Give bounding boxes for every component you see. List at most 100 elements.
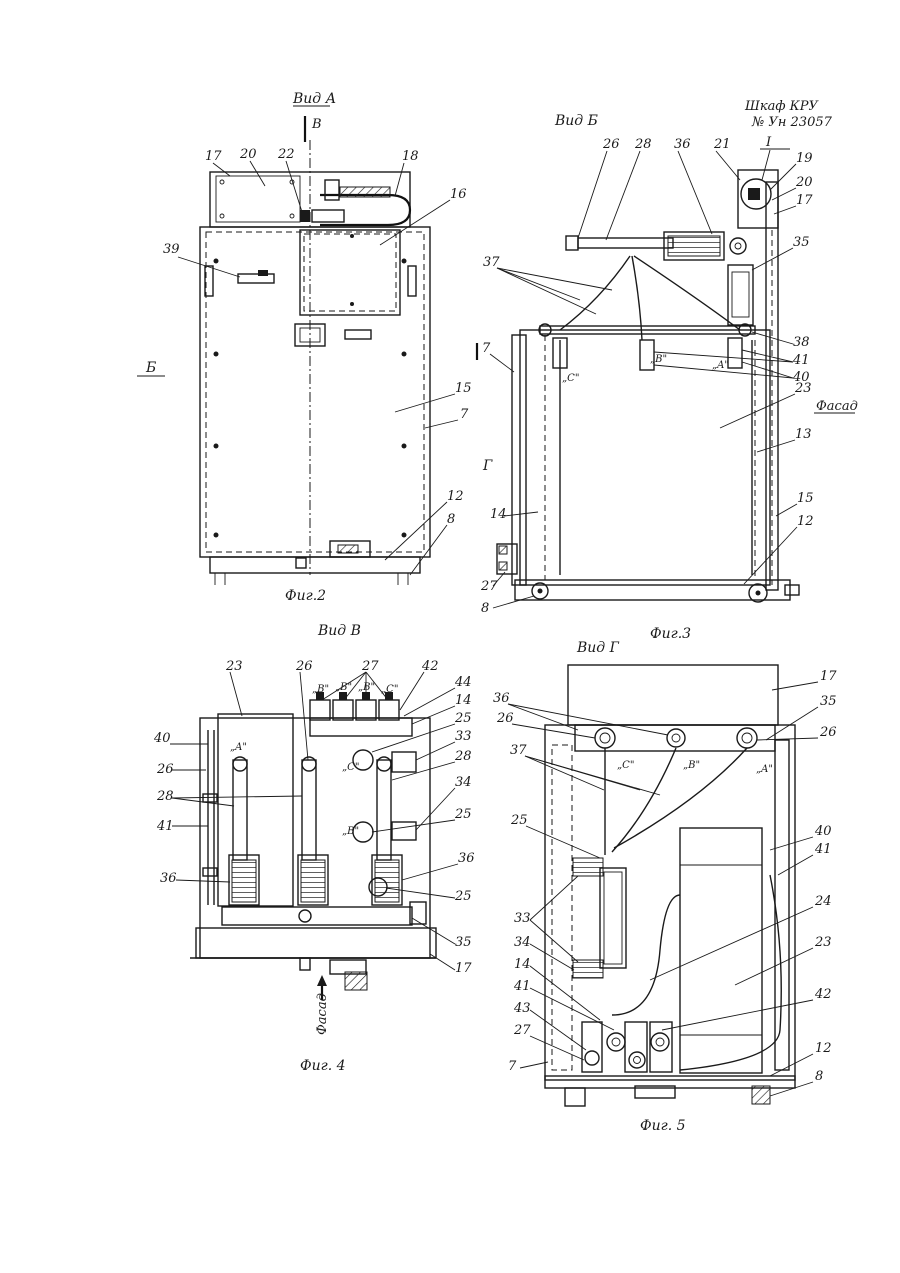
fig3-phase-b: „B" [650,354,667,365]
fig2-section-mark: В [311,117,322,132]
header-ref: № Ун 23057 [751,115,833,130]
fig2-view-label: Вид А [292,91,336,107]
figure-4: Вид В „B" „B" „B" „C" [190,623,436,1035]
fig5-caption: Фиг. 5 [640,1118,686,1134]
fig4-phase-c: „C" [342,762,359,773]
fig5-phase-a: „A" [756,764,773,775]
fig3-label-17: 17 [796,193,813,208]
fig3-detail-I: I [765,135,772,150]
fig3-label-19: 19 [796,151,813,166]
fig5-label-8: 8 [815,1069,823,1084]
fig3-label-35: 35 [793,235,810,250]
fig5-view-label: Вид Г [576,640,620,656]
fig3-label-21: 21 [713,137,731,152]
fig4-label-25b: 25 [454,807,472,822]
fig5-label-7: 7 [508,1059,517,1074]
fig4-caption: Фиг. 4 [300,1058,346,1074]
fig3-label-7: 7 [482,341,491,356]
fig4-label-34: 34 [455,775,472,790]
fig5-label-40: 40 [814,824,832,839]
fig2-label-12: 12 [447,489,464,504]
fig4-label-25a: 25 [454,711,472,726]
fig5-label-12: 12 [815,1041,832,1056]
fig4-label-33: 33 [455,729,472,744]
fig5-label-27: 27 [513,1023,531,1038]
fig2-label-7: 7 [460,407,469,422]
fig5-label-41b: 41 [513,979,531,994]
sheet-header: Шкаф КРУ № Ун 23057 [744,99,833,130]
fig5-label-41a: 41 [814,842,832,857]
fig4-facade-label: Фасад [315,993,330,1035]
fig4-view-label: Вид В [317,623,361,639]
fig5-label-37: 37 [510,743,527,758]
fig2-side-mark: Б [145,360,156,376]
fig4-label-28b: 28 [156,789,174,804]
fig2-label-16: 16 [450,187,467,202]
fig3-label-13: 13 [795,427,812,442]
fig3-label-14: 14 [490,507,507,522]
fig4-label-17: 17 [455,961,472,976]
fig3-side-mark: Г [482,458,493,474]
fig3-label-20: 20 [795,175,813,190]
fig4-label-25c: 25 [454,889,472,904]
fig5-label-26a: 26 [819,725,837,740]
fig5-phase-c: „C" [617,760,634,771]
fig5-label-35: 35 [820,694,837,709]
fig4-terminal-1: „B" [312,684,329,695]
fig4-terminal-2: „B" [335,682,352,693]
fig3-label-41: 41 [792,353,810,368]
fig5-label-23: 23 [814,935,832,950]
fig3-label-15: 15 [797,491,814,506]
fig4-label-40: 40 [153,731,171,746]
fig5-phase-b: „B" [683,760,700,771]
fig4-label-23: 23 [225,659,243,674]
fig4-label-41: 41 [156,819,174,834]
fig4-label-14: 14 [455,693,472,708]
fig3-caption: Фиг.3 [650,626,691,642]
fig4-label-42: 42 [421,659,439,674]
fig4-terminal-4: „C" [381,684,398,695]
fig3-label-27: 27 [480,579,498,594]
fig2-caption: Фиг.2 [285,588,326,604]
fig5-label-24: 24 [814,894,832,909]
fig3-labels: 26 28 36 21 I 19 20 17 35 37 38 41 40 23… [480,135,814,642]
header-title: Шкаф КРУ [744,99,819,114]
fig3-label-12: 12 [797,514,814,529]
fig3-phase-c: „C" [562,373,579,384]
fig5-label-26b: 26 [496,711,514,726]
fig3-label-23: 23 [794,381,812,396]
fig4-label-44: 44 [454,675,472,690]
fig3-view-label: Вид Б [554,113,598,129]
fig2-label-15: 15 [455,381,472,396]
fig5-label-17: 17 [820,669,837,684]
fig4-label-36b: 36 [458,851,475,866]
fig5-label-14: 14 [514,957,531,972]
fig5-label-36: 36 [493,691,510,706]
fig5-label-34: 34 [514,935,531,950]
fig3-label-26: 26 [602,137,620,152]
fig4-label-27: 27 [361,659,379,674]
fig3-phase-a: „A" [712,360,729,371]
fig2-label-18: 18 [402,149,419,164]
fig4-label-26: 26 [295,659,313,674]
fig3-label-38: 38 [793,335,810,350]
fig3-facade-label: Фасад [816,399,858,414]
figure-2: Вид А В Б [137,91,430,585]
fig5-label-25: 25 [510,813,528,828]
fig5-label-43: 43 [513,1001,531,1016]
fig4-label-28a: 28 [454,749,472,764]
fig5-label-33: 33 [514,911,531,926]
fig2-label-39: 39 [163,242,180,257]
fig4-label-35: 35 [455,935,472,950]
fig3-label-28: 28 [634,137,652,152]
fig4-phase-a: „A" [230,742,247,753]
figure-5: Вид Г „C" „B" „A" [545,640,795,1106]
fig3-label-8: 8 [481,601,489,616]
fig4-label-26b: 26 [156,762,174,777]
fig4-phase-b: „B" [342,826,359,837]
fig4-terminal-3: „B" [358,682,375,693]
fig2-label-20: 20 [239,147,257,162]
fig2-labels: 17 20 22 18 16 39 15 7 12 8 Фиг.2 [163,147,472,604]
fig2-label-17: 17 [205,149,222,164]
